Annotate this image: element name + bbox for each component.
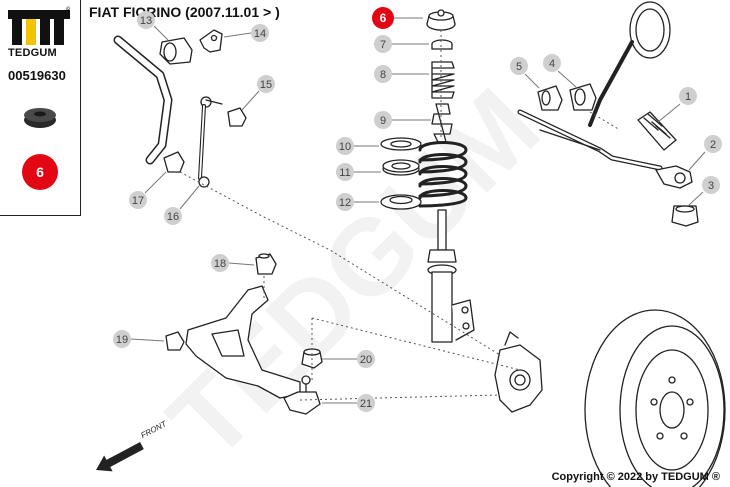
registered-mark: ®	[66, 6, 70, 14]
svg-text:1: 1	[685, 91, 691, 103]
rack-bush-5[interactable]	[537, 85, 563, 111]
tedgum-logo: ®	[8, 6, 70, 45]
strut-mount-6[interactable]	[426, 9, 456, 31]
stabilizer-bush-13[interactable]	[159, 37, 193, 65]
arm-bush-18[interactable]	[255, 253, 277, 275]
callout-14[interactable]: 14	[223, 24, 269, 42]
lower-control-arm[interactable]	[185, 285, 301, 399]
callout-20[interactable]: 20	[322, 350, 375, 368]
callout-1[interactable]: 1	[657, 87, 697, 123]
bump-stop-cover-8[interactable]	[431, 61, 455, 99]
assembly-lines	[179, 30, 621, 401]
callouts: 1 2 3 4 5 6 7 8	[113, 7, 722, 412]
svg-text:10: 10	[339, 141, 351, 153]
steering-knuckle[interactable]	[494, 331, 543, 413]
part-sidebar: ® TEDGUM 00519630 6	[0, 0, 81, 216]
callout-13[interactable]: 13	[137, 11, 169, 41]
callout-8[interactable]: 8	[374, 65, 429, 83]
arm-bush-19[interactable]	[165, 331, 185, 351]
svg-text:14: 14	[254, 28, 266, 40]
callout-18[interactable]: 18	[211, 254, 255, 272]
svg-text:21: 21	[360, 398, 372, 410]
bearing-7[interactable]	[431, 39, 453, 50]
callout-2[interactable]: 2	[688, 135, 722, 171]
callout-9[interactable]: 9	[374, 111, 431, 129]
callout-6[interactable]: 6	[372, 7, 423, 29]
svg-text:13: 13	[140, 15, 152, 27]
wheel	[584, 309, 726, 487]
svg-text:11: 11	[339, 167, 350, 179]
svg-text:19: 19	[116, 334, 128, 346]
tie-rod-end-2[interactable]	[655, 165, 693, 189]
callout-16[interactable]: 16	[164, 185, 200, 225]
svg-text:6: 6	[380, 11, 387, 25]
bearing-11[interactable]	[382, 159, 420, 176]
brand-name: TEDGUM	[8, 47, 57, 59]
svg-text:15: 15	[260, 79, 272, 91]
steering-assembly	[517, 1, 671, 171]
callout-3[interactable]: 3	[688, 176, 720, 206]
callout-21[interactable]: 21	[322, 394, 375, 412]
selected-part-badge[interactable]: 6	[22, 154, 58, 190]
callout-15[interactable]: 15	[241, 75, 275, 111]
callout-11[interactable]: 11	[336, 163, 381, 181]
stabilizer-link-16[interactable]	[198, 96, 223, 188]
svg-text:4: 4	[549, 58, 555, 70]
stabilizer-bar[interactable]	[113, 35, 173, 165]
part-thumbnail	[24, 108, 56, 128]
front-arrow: FRONT	[96, 419, 169, 472]
callout-17[interactable]: 17	[129, 171, 167, 209]
steering-boot-1[interactable]	[637, 111, 677, 151]
svg-text:12: 12	[339, 197, 351, 209]
callout-19[interactable]: 19	[113, 330, 165, 348]
watermark-text: TEDGUM	[145, 65, 561, 481]
shock-absorber[interactable]	[427, 209, 475, 343]
callout-4[interactable]: 4	[543, 54, 577, 88]
svg-text:18: 18	[214, 258, 226, 270]
copyright-text: Copyright © 2022 by TEDGUM ®	[551, 471, 720, 483]
svg-text:2: 2	[710, 139, 716, 151]
coil-spring	[418, 141, 468, 208]
tie-rod-boot-3[interactable]	[671, 205, 699, 227]
callout-7[interactable]: 7	[374, 35, 429, 53]
part-number: 00519630	[8, 68, 66, 83]
svg-text:7: 7	[380, 39, 386, 51]
svg-text:16: 16	[167, 211, 179, 223]
callout-10[interactable]: 10	[336, 137, 379, 155]
ball-joint-21[interactable]	[283, 375, 321, 415]
svg-text:5: 5	[516, 61, 522, 73]
svg-text:3: 3	[708, 180, 714, 192]
rack-bush-4[interactable]	[569, 83, 597, 111]
svg-text:20: 20	[360, 354, 372, 366]
svg-text:17: 17	[132, 195, 144, 207]
callout-12[interactable]: 12	[336, 193, 379, 211]
spring-seat-10[interactable]	[380, 137, 422, 151]
link-bush-15[interactable]	[227, 107, 247, 127]
svg-text:9: 9	[380, 115, 386, 127]
svg-text:8: 8	[380, 69, 386, 81]
stabilizer-bush-17[interactable]	[163, 151, 185, 173]
callout-5[interactable]: 5	[510, 57, 540, 89]
front-label: FRONT	[139, 419, 169, 440]
vehicle-title: FIAT FIORINO (2007.11.01 > )	[89, 4, 280, 20]
spring-seat-12[interactable]	[380, 194, 422, 210]
bracket-14[interactable]	[199, 29, 223, 53]
